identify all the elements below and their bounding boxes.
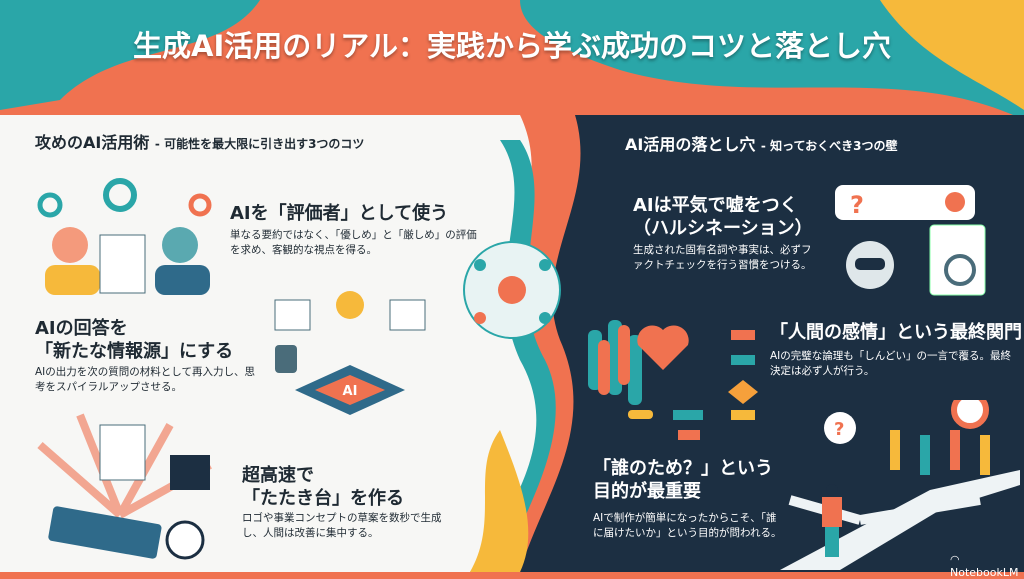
left-item-2-title-line2: 「新たな情報源」にする <box>35 340 234 362</box>
draft-illustration <box>37 413 212 560</box>
ai-chip-label: AI <box>343 384 358 399</box>
left-item-2-title: AIの回答を「新たな情報源」にする <box>35 318 233 363</box>
right-heading: AI活用の落とし穴 - 知っておくべき3つの壁 <box>625 135 897 155</box>
right-item-1-desc: 生成された固有名詞や事実は、必ずファクトチェックを行う習慣をつける。 <box>633 244 812 272</box>
left-item-2-title-line1: AIの回答を <box>35 318 128 339</box>
left-item-1-title: AIを「評価者」として使う <box>230 203 449 224</box>
right-item-3-desc: AIで制作が簡単になったからこそ、「誰に届けたいか」という目的が問われる。 <box>593 512 782 540</box>
notebooklm-logo: ◠ NotebookLM <box>950 553 1019 579</box>
left-item-2-desc: AIの出力を次の質問の材料として再入力し、思考をスパイラルアップさせる。 <box>35 366 255 394</box>
left-heading: 攻めのAI活用術 - 可能性を最大限に引き出す3つのコツ <box>35 133 364 153</box>
right-item-1-title: AIは平気で嘘をつく（ハルシネーション） <box>633 195 813 240</box>
right-item-2-title: 「人間の感情」という最終関門 <box>770 322 1022 343</box>
page-title: 生成AI活用のリアル：実践から学ぶ成功のコツと落とし穴 <box>133 29 891 63</box>
left-item-3-title: 超高速で「たたき台」を作る <box>242 465 404 510</box>
left-item-3-title-line2: 「たたき台」を作る <box>242 487 404 509</box>
svg-text:?: ? <box>850 191 864 219</box>
emotion-flowchart-illustration <box>588 320 758 440</box>
branding-text: NotebookLM <box>950 566 1019 579</box>
center-network-icon <box>463 241 561 339</box>
right-subheading: - 知っておくべき3つの壁 <box>760 139 898 153</box>
right-item-1-title-line2: （ハルシネーション） <box>633 217 813 239</box>
left-heading-text: 攻めのAI活用術 <box>35 133 150 152</box>
right-item-3-title-line1: 「誰のため？」という <box>593 458 773 479</box>
right-item-2-desc: AIの完璧な論理も「しんどい」の一言で覆る。最終決定は必ず人が行う。 <box>770 350 1011 378</box>
evaluator-illustration <box>37 178 212 295</box>
right-item-3-title-line2: 目的が最重要 <box>593 480 701 502</box>
svg-text:?: ? <box>834 419 844 440</box>
left-item-1-desc: 単なる要約ではなく、「優しめ」と「厳しめ」の評価を求め、客観的な視点を得る。 <box>230 229 477 257</box>
left-item-3-desc: ロゴや事業コンセプトの草案を数秒で生成し、人間は改善に集中する。 <box>242 512 442 540</box>
ai-chip-illustration: AI <box>274 291 426 415</box>
left-item-3-title-line1: 超高速で <box>242 465 314 486</box>
right-item-3-title: 「誰のため？」という目的が最重要 <box>593 458 773 503</box>
purpose-illustration: ? <box>780 400 1020 570</box>
right-heading-text: AI活用の落とし穴 <box>625 135 756 154</box>
hallucination-illustration: ? <box>835 185 986 296</box>
left-subheading: - 可能性を最大限に引き出す3つのコツ <box>154 137 365 151</box>
right-item-1-title-line1: AIは平気で嘘をつく <box>633 195 798 216</box>
